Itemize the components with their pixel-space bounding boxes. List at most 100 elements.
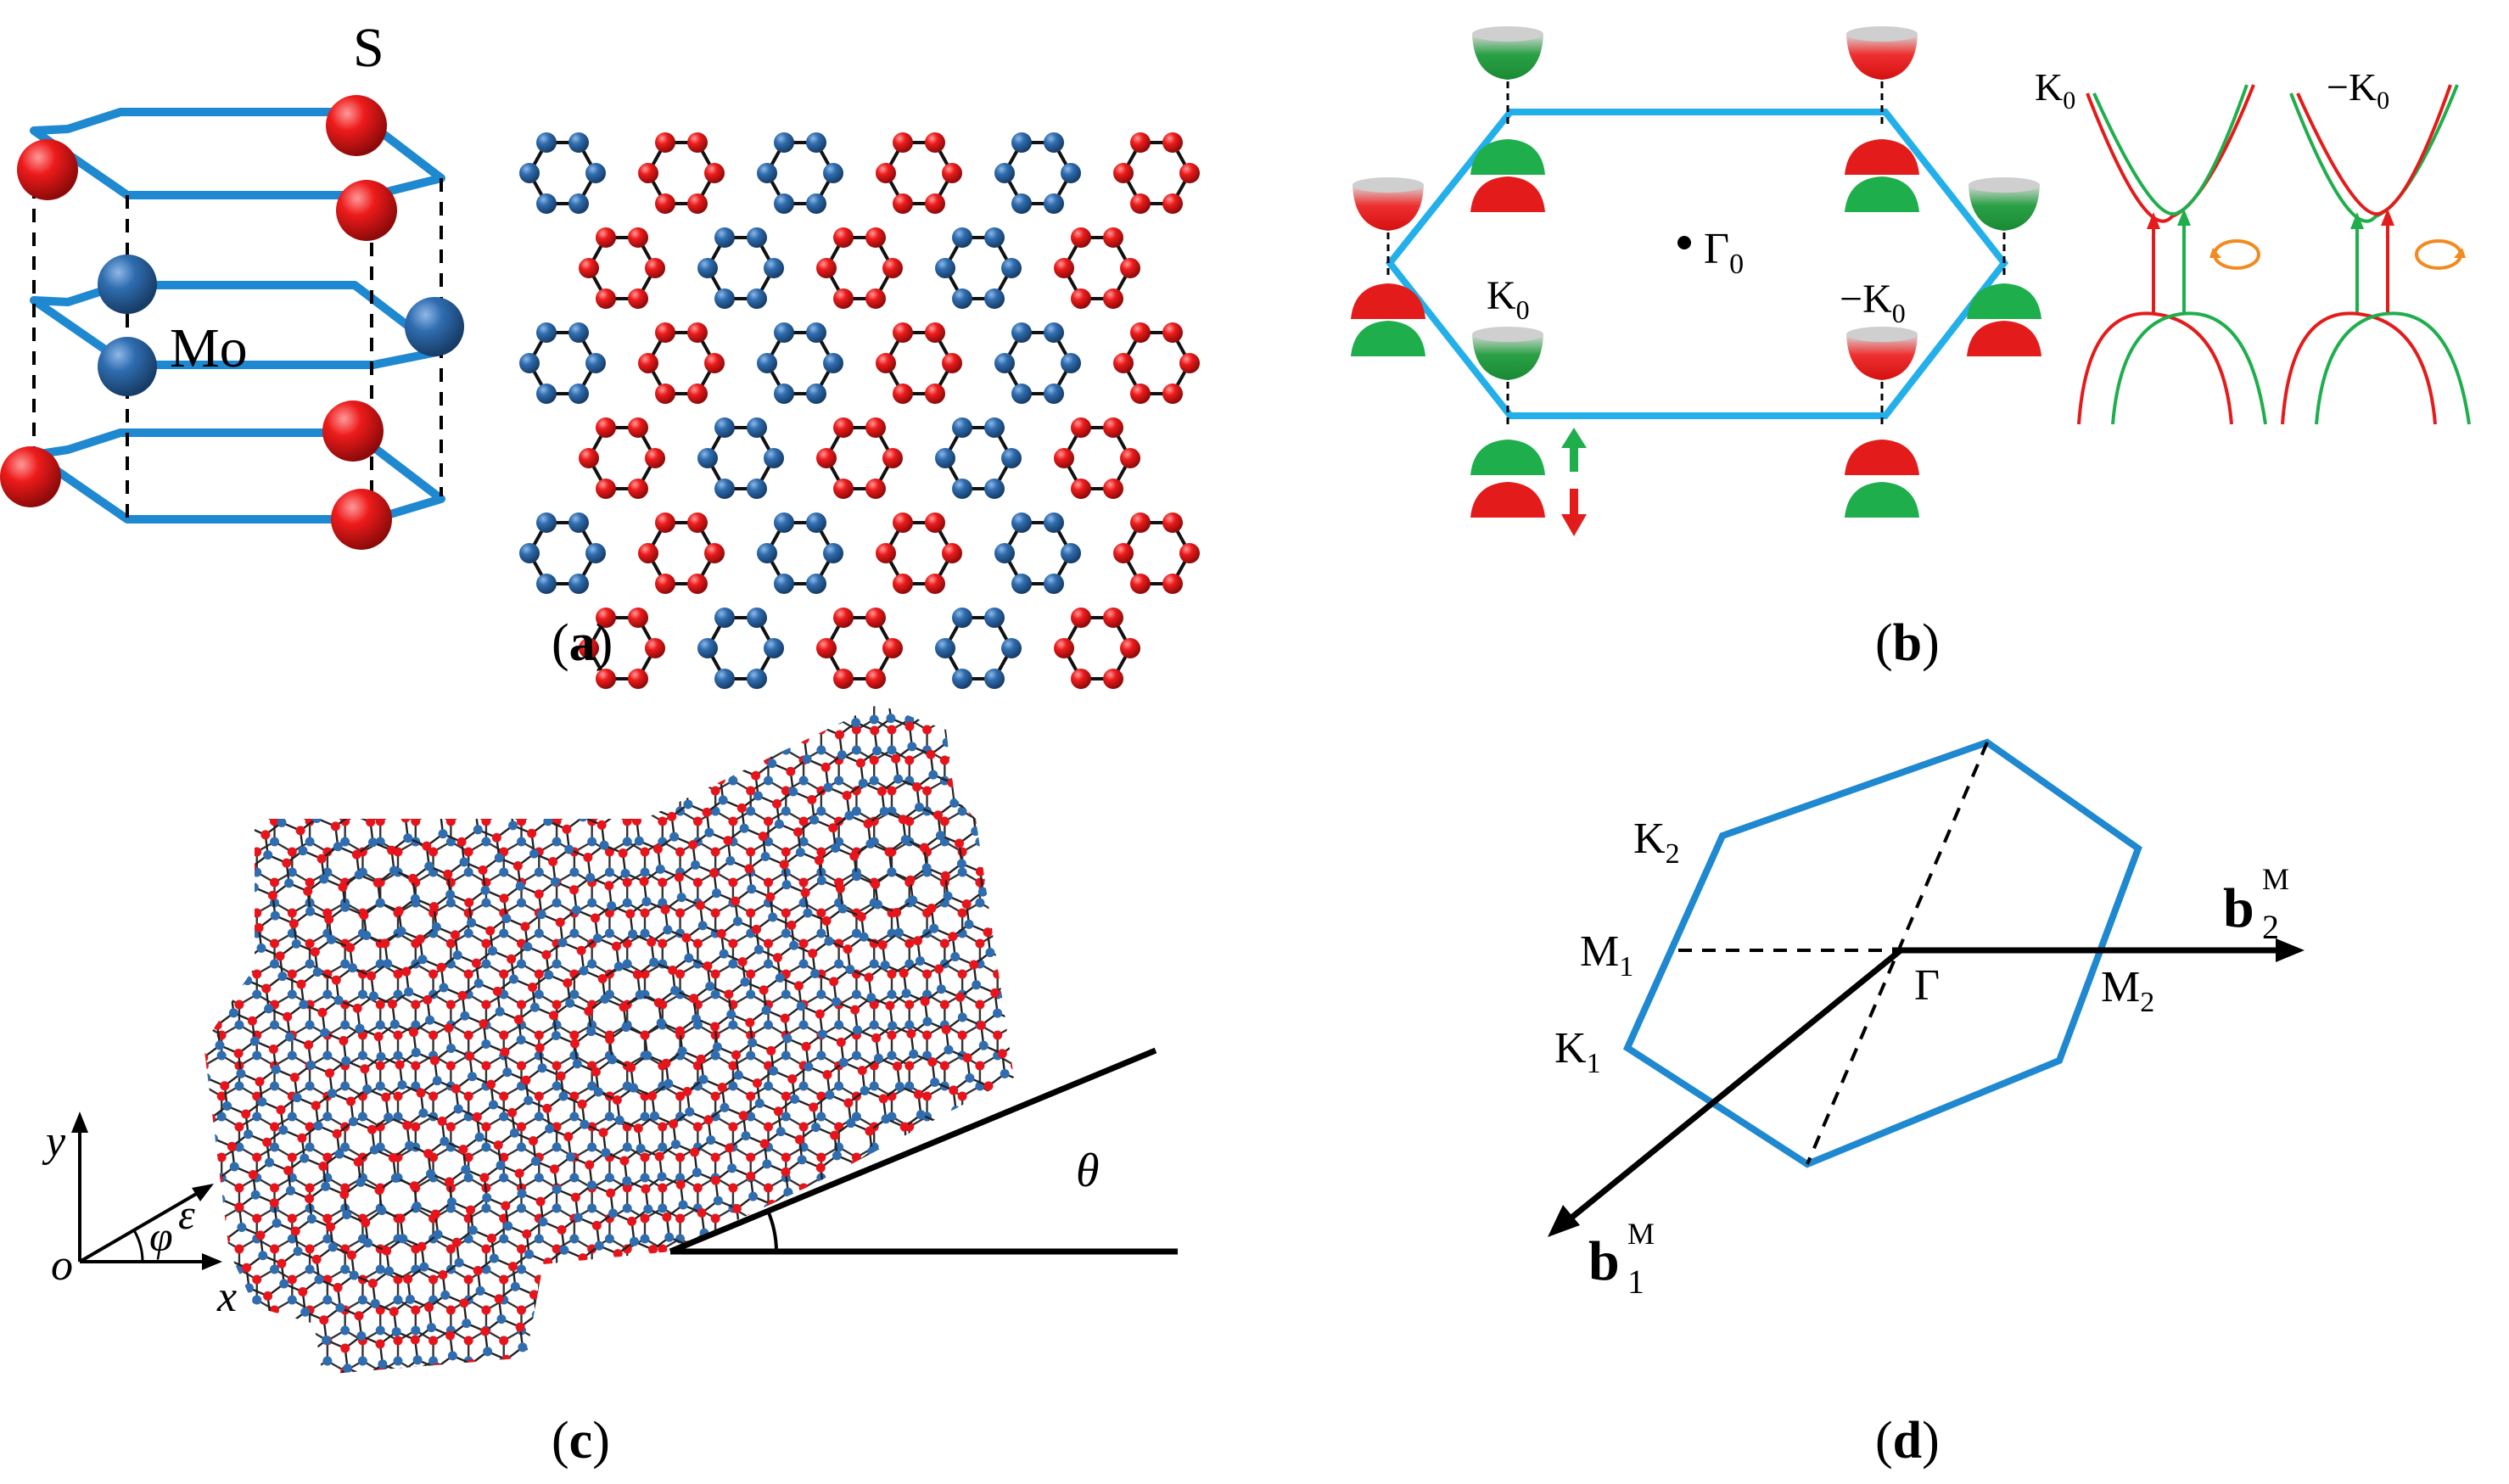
moire-mo-atom: [816, 989, 826, 1000]
lattice-sulfur-atom: [628, 669, 648, 689]
moire-mo-atom: [604, 806, 614, 816]
moire-bond: [981, 1166, 1000, 1180]
moire-mo-atom: [499, 928, 509, 938]
moire-sulfur-atom: [1046, 1123, 1056, 1132]
moire-bond: [944, 1298, 963, 1312]
moire-bond: [187, 1392, 204, 1402]
moire-bond: [1015, 1117, 1033, 1127]
moire-bond: [1039, 1203, 1041, 1224]
lattice-sulfur-atom: [655, 512, 675, 533]
moire-bond: [473, 1384, 492, 1392]
moire-bond: [204, 769, 205, 784]
moire-bond: [221, 778, 227, 799]
lattice-sulfur-atom: [816, 638, 837, 658]
moire-bond: [175, 956, 191, 968]
moire-bond: [311, 1371, 332, 1375]
moire-bond: [658, 714, 679, 725]
valence-band-line: [2111, 311, 2267, 425]
moire-bond: [997, 840, 1014, 854]
moire-mo-atom: [957, 1112, 967, 1122]
moire-bond: [778, 1264, 783, 1285]
moire-sulfur-atom: [887, 1274, 897, 1285]
moire-mo-atom: [904, 714, 915, 725]
moire-bond: [524, 759, 541, 774]
moire-bond: [891, 1176, 910, 1190]
moire-sulfur-atom: [975, 1305, 985, 1315]
moire-bond: [1033, 1208, 1050, 1218]
moire-bond: [1003, 1347, 1014, 1363]
moire-mo-atom: [393, 1356, 403, 1366]
moire-bond: [608, 748, 628, 762]
moire-bond: [261, 1389, 264, 1409]
moire-mo-atom: [322, 1112, 333, 1122]
moire-bond: [178, 1143, 197, 1151]
moire-bond: [238, 809, 258, 823]
moire-bond: [662, 718, 681, 731]
moire-sulfur-atom: [728, 1183, 738, 1193]
moire-mo-atom: [499, 1112, 509, 1122]
moire-bond: [1023, 1082, 1026, 1102]
moire-bond: [184, 1337, 187, 1358]
lattice-mo-atom: [585, 353, 606, 373]
moire-mo-atom: [975, 837, 985, 847]
lattice-sulfur-atom: [865, 608, 886, 628]
molybdenum-atom: [98, 337, 157, 396]
moire-bond: [873, 1329, 893, 1342]
moire-bond: [530, 1408, 549, 1415]
moire-bond: [768, 1392, 786, 1402]
moire-sulfur-atom: [1028, 1275, 1038, 1285]
moire-sulfur-atom: [746, 969, 756, 979]
moire-mo-atom: [957, 1295, 967, 1305]
moire-sulfur-atom: [1010, 1000, 1014, 1010]
moire-mo-atom: [305, 1081, 315, 1091]
moire-sulfur-atom: [552, 1305, 562, 1315]
moire-sulfur-atom: [481, 877, 491, 888]
moire-bond: [544, 1375, 563, 1383]
moire-bond: [974, 1272, 979, 1293]
moire-sulfur-atom: [270, 1244, 280, 1254]
moire-bond: [432, 740, 451, 754]
moire-bond: [610, 1347, 615, 1368]
moire-bond: [204, 809, 222, 823]
moire-bond: [538, 779, 557, 792]
moire-bond: [491, 796, 512, 807]
moire-mo-atom: [1010, 898, 1014, 908]
moire-bond: [187, 872, 204, 882]
moire-bond: [355, 704, 360, 721]
moire-mo-atom: [204, 959, 209, 969]
moire-mo-atom: [940, 1387, 949, 1397]
lattice-sulfur-atom: [833, 227, 854, 248]
lattice-mo-atom: [994, 543, 1015, 563]
moire-mo-atom: [658, 714, 668, 725]
moire-bond: [920, 1390, 936, 1402]
moire-bond: [388, 1392, 404, 1404]
moire-bond: [204, 1237, 222, 1251]
moire-bond: [221, 748, 240, 762]
moire-sulfur-atom: [622, 755, 632, 765]
moire-sulfur-atom: [622, 1244, 632, 1254]
moire-bond: [340, 733, 346, 754]
moire-bond: [650, 775, 668, 790]
moire-bond: [708, 1260, 726, 1274]
moire-bond: [644, 1298, 664, 1312]
moire-sulfur-atom: [922, 1336, 932, 1346]
lattice-mo-atom: [519, 353, 540, 373]
moire-bond: [444, 1416, 460, 1428]
moire-sulfur-atom: [499, 1152, 509, 1162]
moire-mo-atom: [851, 1356, 861, 1366]
moire-sulfur-atom: [834, 816, 844, 826]
moire-mo-atom: [1028, 1296, 1038, 1305]
moire-mo-atom: [851, 806, 861, 816]
moire-mo-atom: [763, 1081, 773, 1091]
moire-sulfur-atom: [463, 786, 473, 796]
moire-bond: [468, 779, 487, 792]
moire-bond: [1011, 1133, 1014, 1144]
moire-bond: [538, 1329, 557, 1342]
moire-bond: [182, 864, 198, 876]
moire-bond: [578, 1370, 598, 1375]
moire-bond: [474, 796, 493, 810]
moire-bond: [792, 1373, 811, 1375]
moire-mo-atom: [922, 1234, 932, 1244]
moire-sulfur-atom: [411, 695, 420, 704]
moire-bond: [680, 1338, 686, 1359]
